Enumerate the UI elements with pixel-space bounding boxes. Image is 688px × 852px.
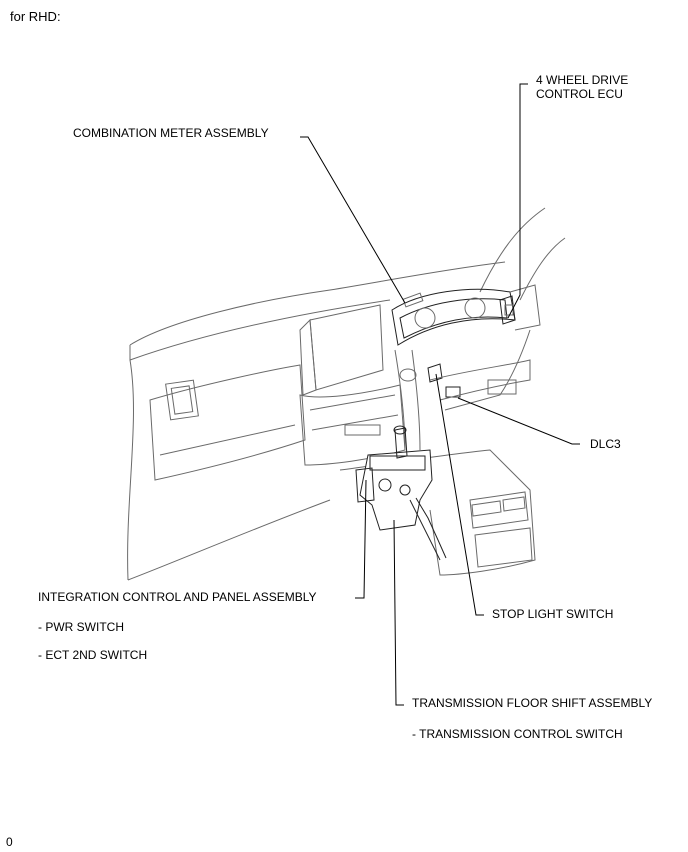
leader-stop-light-switch [435,373,484,616]
label-combination-meter: COMBINATION METER ASSEMBLY [73,126,269,140]
dash-top-edge-2 [129,299,391,361]
leader-transmission-floor-shift [393,519,404,706]
label-pwr-switch: - PWR SWITCH [38,620,124,634]
dash-lower-left [127,499,331,581]
left-vent-inner [170,385,194,415]
leader-dlc3 [457,397,580,445]
label-four-wd-ecu-line2: CONTROL ECU [536,87,623,101]
glove-box-slot [159,424,296,456]
label-transmission-control-switch: - TRANSMISSION CONTROL SWITCH [412,727,623,741]
label-four-wd-ecu-line1: 4 WHEEL DRIVE [536,73,629,87]
steering-column [394,349,406,451]
footer-text: 0 [6,835,13,849]
dash-top-edge [129,261,506,346]
label-integration-control: INTEGRATION CONTROL AND PANEL ASSEMBLY [38,590,317,604]
windshield-arc-outer [479,207,546,293]
diagram-header: for RHD: [10,9,61,24]
center-display [309,304,384,391]
transmission-floor-shift [359,449,433,531]
center-display-bezel [299,318,317,396]
leader-four-wd-ecu [507,83,528,319]
four-wd-ecu [499,295,516,325]
windshield-arc-inner [519,237,566,301]
label-stop-light-switch: STOP LIGHT SWITCH [492,607,614,621]
leader-combination-meter [300,136,406,304]
stop-light-switch [427,363,443,383]
dash-front-left [127,359,134,581]
label-ect-2nd-switch: - ECT 2ND SWITCH [38,648,148,662]
label-dlc3: DLC3 [590,437,621,451]
glove-box [149,364,306,481]
label-transmission-floor-shift: TRANSMISSION FLOOR SHIFT ASSEMBLY [412,696,653,710]
leader-integration-control [355,479,367,599]
left-vent [165,379,199,421]
